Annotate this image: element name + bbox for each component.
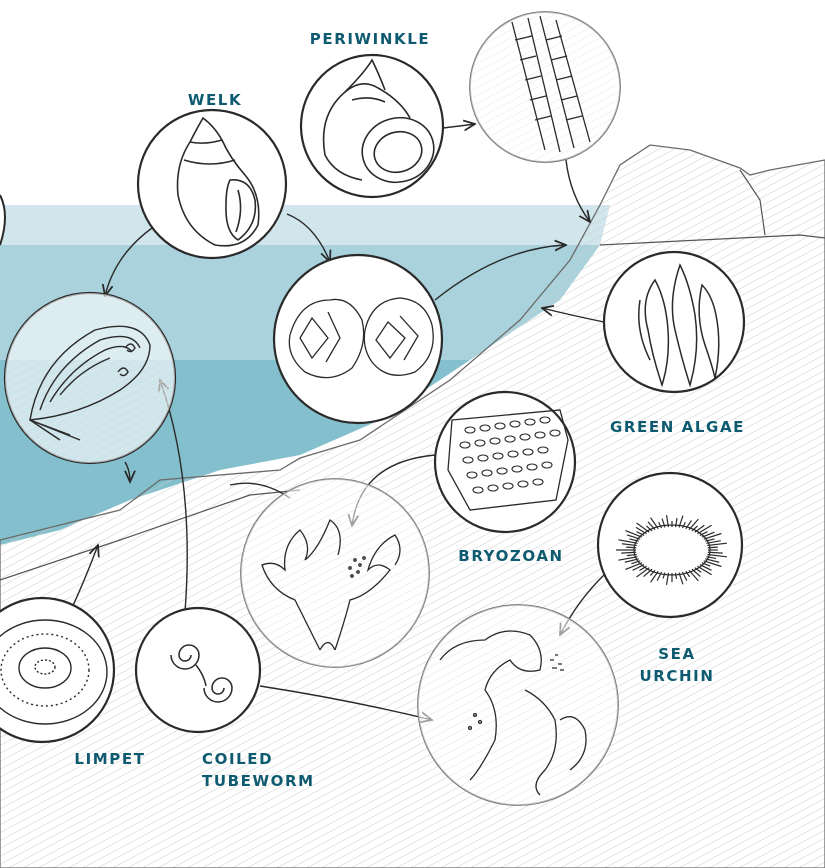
urchin-spine — [708, 547, 718, 548]
mussel-circle — [5, 293, 175, 463]
diatom-circle — [470, 12, 620, 162]
barnacle-circle — [274, 255, 442, 423]
seaweed-circle — [241, 479, 429, 667]
bryozoan-circle — [435, 392, 575, 532]
limpet-label: LIMPET — [55, 748, 165, 770]
red-algae-circle — [418, 605, 618, 805]
green-algae-label: GREEN ALGAE — [600, 416, 755, 438]
bryozoan-label: BRYOZOAN — [446, 545, 576, 567]
periwinkle-label: PERIWINKLE — [300, 28, 440, 50]
urchin-spine — [626, 547, 636, 548]
coiled-tubeworm-circle — [136, 608, 260, 732]
welk-circle — [138, 110, 286, 258]
green-algae-circle — [604, 252, 744, 392]
welk-label: WELK — [170, 89, 260, 111]
periwinkle-circle — [301, 55, 443, 197]
arrow-periwinkle-to-diatom — [443, 124, 475, 128]
sea-urchin-circle — [598, 473, 742, 617]
